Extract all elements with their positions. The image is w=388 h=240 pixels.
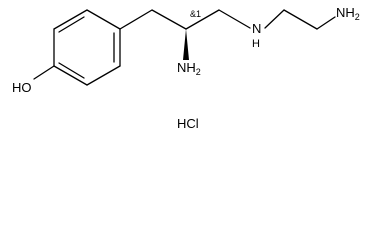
hydroxyl-label: HO [12, 80, 32, 95]
ring-double-bond [58, 16, 85, 33]
chemical-structure: &1 HO NH2 N H NH2 HCl [12, 5, 360, 131]
ch2-to-ch2-bond [283, 9, 318, 30]
stereo-amine-label: NH2 [177, 60, 201, 77]
hydroxyl-bond [33, 65, 55, 80]
benzene-ring [53, 9, 121, 86]
ch2-to-stereocenter-bond [151, 9, 187, 30]
secondary-amine-text: N [252, 21, 261, 36]
salt-label: HCl [177, 116, 199, 131]
secondary-amine-h-text: H [252, 38, 260, 50]
ring-to-ch2-bond [119, 9, 153, 30]
stereo-descriptor: &1 [190, 9, 201, 19]
stereocenter-to-ch2-bond [185, 9, 220, 30]
secondary-amine-h-label: H [252, 38, 260, 50]
stereo-amine-subscript: 2 [196, 67, 201, 77]
terminal-amine-label: NH2 [336, 5, 360, 22]
nh-to-ch2-bond [264, 9, 285, 29]
ring-bond [86, 9, 121, 30]
wedge-bond [183, 29, 189, 60]
terminal-amine-subscript: 2 [355, 12, 360, 22]
terminal-amine-text: NH [336, 5, 355, 20]
ring-bond [53, 9, 88, 30]
ring-bond [86, 65, 121, 86]
ch2-to-nh2-bond [316, 16, 336, 30]
hydroxyl-text: HO [12, 80, 32, 95]
stereo-amine-text: NH [177, 60, 196, 75]
ring-bond [53, 65, 88, 86]
ch2-to-nh-bond [218, 9, 251, 29]
ring-double-bond [58, 62, 85, 79]
secondary-amine-label: N [252, 21, 261, 36]
